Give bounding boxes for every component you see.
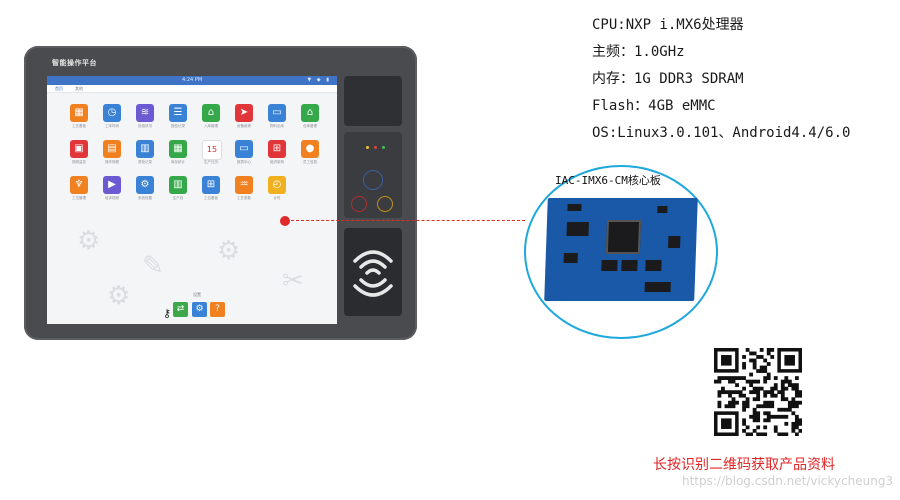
side-panel: [344, 76, 403, 329]
chip: [668, 236, 681, 248]
app-label: 设备维修: [237, 124, 251, 128]
dock-help-button[interactable]: ?: [210, 302, 225, 317]
status-icons: ▼ ◆ ▮: [307, 77, 331, 83]
qr-caption: 长按识别二维码获取产品资料: [653, 457, 835, 473]
app-label: 库存统计: [171, 160, 185, 164]
status-bar: 4:24 PM ▼ ◆ ▮: [47, 76, 337, 85]
spec-cpu: CPU:NXP i.MX6处理器: [592, 17, 744, 33]
app-label: 系统设置: [138, 196, 152, 200]
app-label: 仓库管理: [303, 124, 317, 128]
app-label: 报检记录: [171, 124, 185, 128]
app-chart-button[interactable]: ≋: [136, 104, 154, 122]
app-list-button[interactable]: ☰: [169, 104, 187, 122]
app-org-button[interactable]: ⊞: [268, 140, 286, 158]
watermark-tool-icon: ✂: [282, 266, 304, 296]
spec-flash: Flash：4GB eMMC: [592, 98, 716, 114]
sensor-ring: [363, 170, 383, 190]
spec-list: CPU:NXP i.MX6处理器 主频：1.0GHz 内存：1G DDR3 SD…: [592, 12, 850, 147]
chip: [621, 260, 638, 271]
cpu-chip: [605, 220, 642, 254]
app-pin-button[interactable]: ♆: [70, 176, 88, 194]
app-store-button[interactable]: ⌂: [202, 104, 220, 122]
chip: [601, 260, 618, 271]
status-led: [366, 146, 369, 149]
source-credit: https://blog.csdn.net/vickycheung3: [682, 474, 894, 488]
app-label: 工序时间: [105, 124, 119, 128]
app-label: 培训视频: [105, 196, 119, 200]
app-laptop-button[interactable]: ▭: [268, 104, 286, 122]
chip: [645, 260, 662, 271]
app-shelf-button[interactable]: ▦: [169, 140, 187, 158]
app-warehouse-button[interactable]: ⌂: [301, 104, 319, 122]
dock-settings-button[interactable]: ⚙: [192, 302, 207, 317]
spec-memory: 内存：1G DDR3 SDRAM: [592, 71, 744, 87]
core-board-image: [544, 198, 698, 301]
watermark-gear-icon: ⚙: [77, 226, 101, 256]
app-clock-button[interactable]: ◷: [103, 104, 121, 122]
app-label: 工艺看板: [72, 124, 86, 128]
app-label: 视频监控: [72, 160, 86, 164]
device-brand-label: 智能操作平台: [52, 59, 97, 67]
app-play-button[interactable]: ▶: [103, 176, 121, 194]
app-label: 入库管理: [204, 124, 218, 128]
app-book-button[interactable]: ▥: [136, 140, 154, 158]
board-title: IAC-IMX6-CM核心板: [555, 174, 661, 187]
app-line-button[interactable]: ▥: [169, 176, 187, 194]
connector-line: [291, 220, 525, 221]
app-timer-button[interactable]: ◴: [268, 176, 286, 194]
spec-frequency: 主频：1.0GHz: [592, 44, 685, 60]
key-icon: ⚷: [163, 307, 172, 320]
app-label: 操作规程: [105, 160, 119, 164]
app-label: 工艺参数: [237, 196, 251, 200]
app-label: 计时: [273, 196, 281, 200]
tab-bar: 首页 其他: [47, 85, 337, 93]
app-label: 报表中心: [237, 160, 251, 164]
camera-window: [344, 76, 402, 126]
app-label: 班组状况: [138, 124, 152, 128]
app-send-button[interactable]: ➤: [235, 104, 253, 122]
spec-os: OS:Linux3.0.101、Android4.4/6.0: [592, 125, 851, 141]
status-time: 4:24 PM: [182, 77, 203, 83]
tab-home[interactable]: 首页: [55, 86, 63, 91]
app-grid-button[interactable]: ▦: [70, 104, 88, 122]
app-label: 员工信息: [303, 160, 317, 164]
indicator-panel: [344, 132, 402, 218]
app-video-button[interactable]: ▣: [70, 140, 88, 158]
qr-code-image[interactable]: [714, 348, 803, 437]
app-tiles-button[interactable]: ⊞: [202, 176, 220, 194]
app-doc-button[interactable]: ▤: [103, 140, 121, 158]
chip: [657, 206, 668, 213]
app-monitor-button[interactable]: ▭: [235, 140, 253, 158]
app-calendar-button[interactable]: 15: [202, 140, 222, 160]
watermark-gear-icon: ⚙: [107, 281, 131, 311]
app-label: 工位管理: [72, 196, 86, 200]
connector-dot: [280, 216, 290, 226]
app-label: 质检记录: [138, 160, 152, 164]
app-label: 组织架构: [270, 160, 284, 164]
watermark-wrench-icon: ✎: [142, 251, 164, 281]
chip: [567, 204, 582, 211]
chip: [566, 222, 589, 236]
app-label: 物料出库: [270, 124, 284, 128]
app-label: 生产日历: [204, 160, 218, 164]
app-label: 生产线: [172, 196, 184, 200]
sensor-ring: [351, 196, 367, 212]
dock-label: 设置: [193, 292, 201, 297]
sensor-ring: [377, 196, 393, 212]
nfc-icon: [353, 250, 393, 297]
nfc-reader: [344, 228, 402, 316]
dock-app-button[interactable]: ⇄: [173, 302, 188, 317]
app-user-button[interactable]: ●: [301, 140, 319, 158]
app-sliders-button[interactable]: ♒: [235, 176, 253, 194]
app-gear-button[interactable]: ⚙: [136, 176, 154, 194]
chip: [644, 282, 671, 292]
watermark-gear-icon: ⚙: [217, 236, 241, 266]
device-screen: 4:24 PM ▼ ◆ ▮ 首页 其他 ⚙ ✎ ⚙ ✂ ⚙ ⚷ ⇄ ⚙ ? 设置…: [47, 76, 337, 324]
app-label: 工位看板: [204, 196, 218, 200]
chip: [563, 253, 578, 263]
status-led: [382, 146, 385, 149]
tablet-device: 智能操作平台 4:24 PM ▼ ◆ ▮ 首页 其他 ⚙ ✎ ⚙ ✂ ⚙ ⚷ ⇄…: [24, 46, 417, 340]
tab-other[interactable]: 其他: [75, 86, 83, 91]
status-led: [374, 146, 377, 149]
